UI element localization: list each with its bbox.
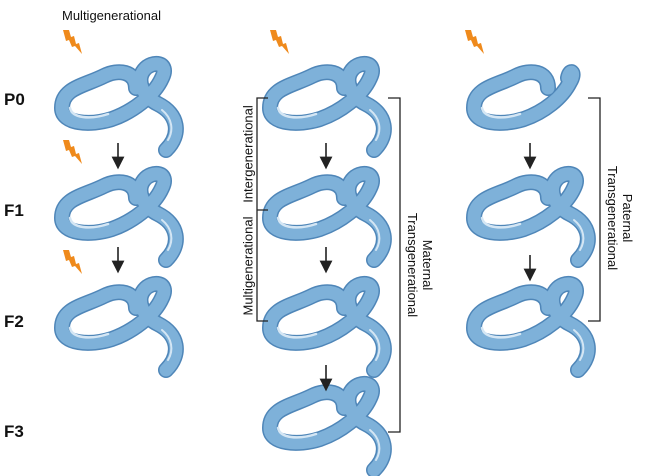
intergenerational-label: Intergenerational bbox=[240, 105, 256, 203]
worm-col3-f1 bbox=[474, 174, 588, 260]
bracket-intergenerational bbox=[256, 97, 268, 322]
generation-label-f1: F1 bbox=[4, 201, 24, 220]
bracket-paternal bbox=[588, 97, 601, 322]
worm-col3-p0 bbox=[474, 72, 573, 123]
lightning-bolt-icon bbox=[63, 140, 82, 164]
lightning-bolt-icon bbox=[63, 30, 82, 54]
worm-col1-f2 bbox=[62, 284, 176, 370]
bracket-maternal bbox=[388, 97, 401, 433]
paternal-transgenerational-label: Paternal Transgenerational bbox=[605, 166, 635, 270]
lightning-bolt-icon bbox=[63, 250, 82, 274]
multigenerational-title: Multigenerational bbox=[62, 8, 162, 23]
maternal-label-line2: Transgenerational bbox=[405, 212, 420, 318]
generation-label-f2: F2 bbox=[4, 312, 24, 331]
multigenerational-bracket-label: Multigenerational bbox=[240, 216, 256, 316]
worm-col1-f1 bbox=[62, 174, 176, 260]
worm-col2-p0 bbox=[270, 64, 384, 150]
lightning-bolt-icon bbox=[270, 30, 289, 54]
worm-col2-f2 bbox=[270, 284, 384, 370]
worm-col2-f1 bbox=[270, 174, 384, 260]
maternal-label-line1: Maternal bbox=[420, 239, 435, 291]
maternal-transgenerational-label: Maternal Transgenerational bbox=[405, 213, 435, 317]
paternal-label-line2: Transgenerational bbox=[605, 165, 620, 271]
generation-label-f3: F3 bbox=[4, 422, 24, 441]
generation-label-p0: P0 bbox=[4, 90, 25, 109]
worm-col1-p0 bbox=[62, 64, 176, 150]
worm-col2-f3 bbox=[270, 384, 384, 470]
lightning-bolt-icon bbox=[465, 30, 484, 54]
worm-col3-f2 bbox=[474, 284, 588, 370]
paternal-label-line1: Paternal bbox=[620, 193, 635, 243]
